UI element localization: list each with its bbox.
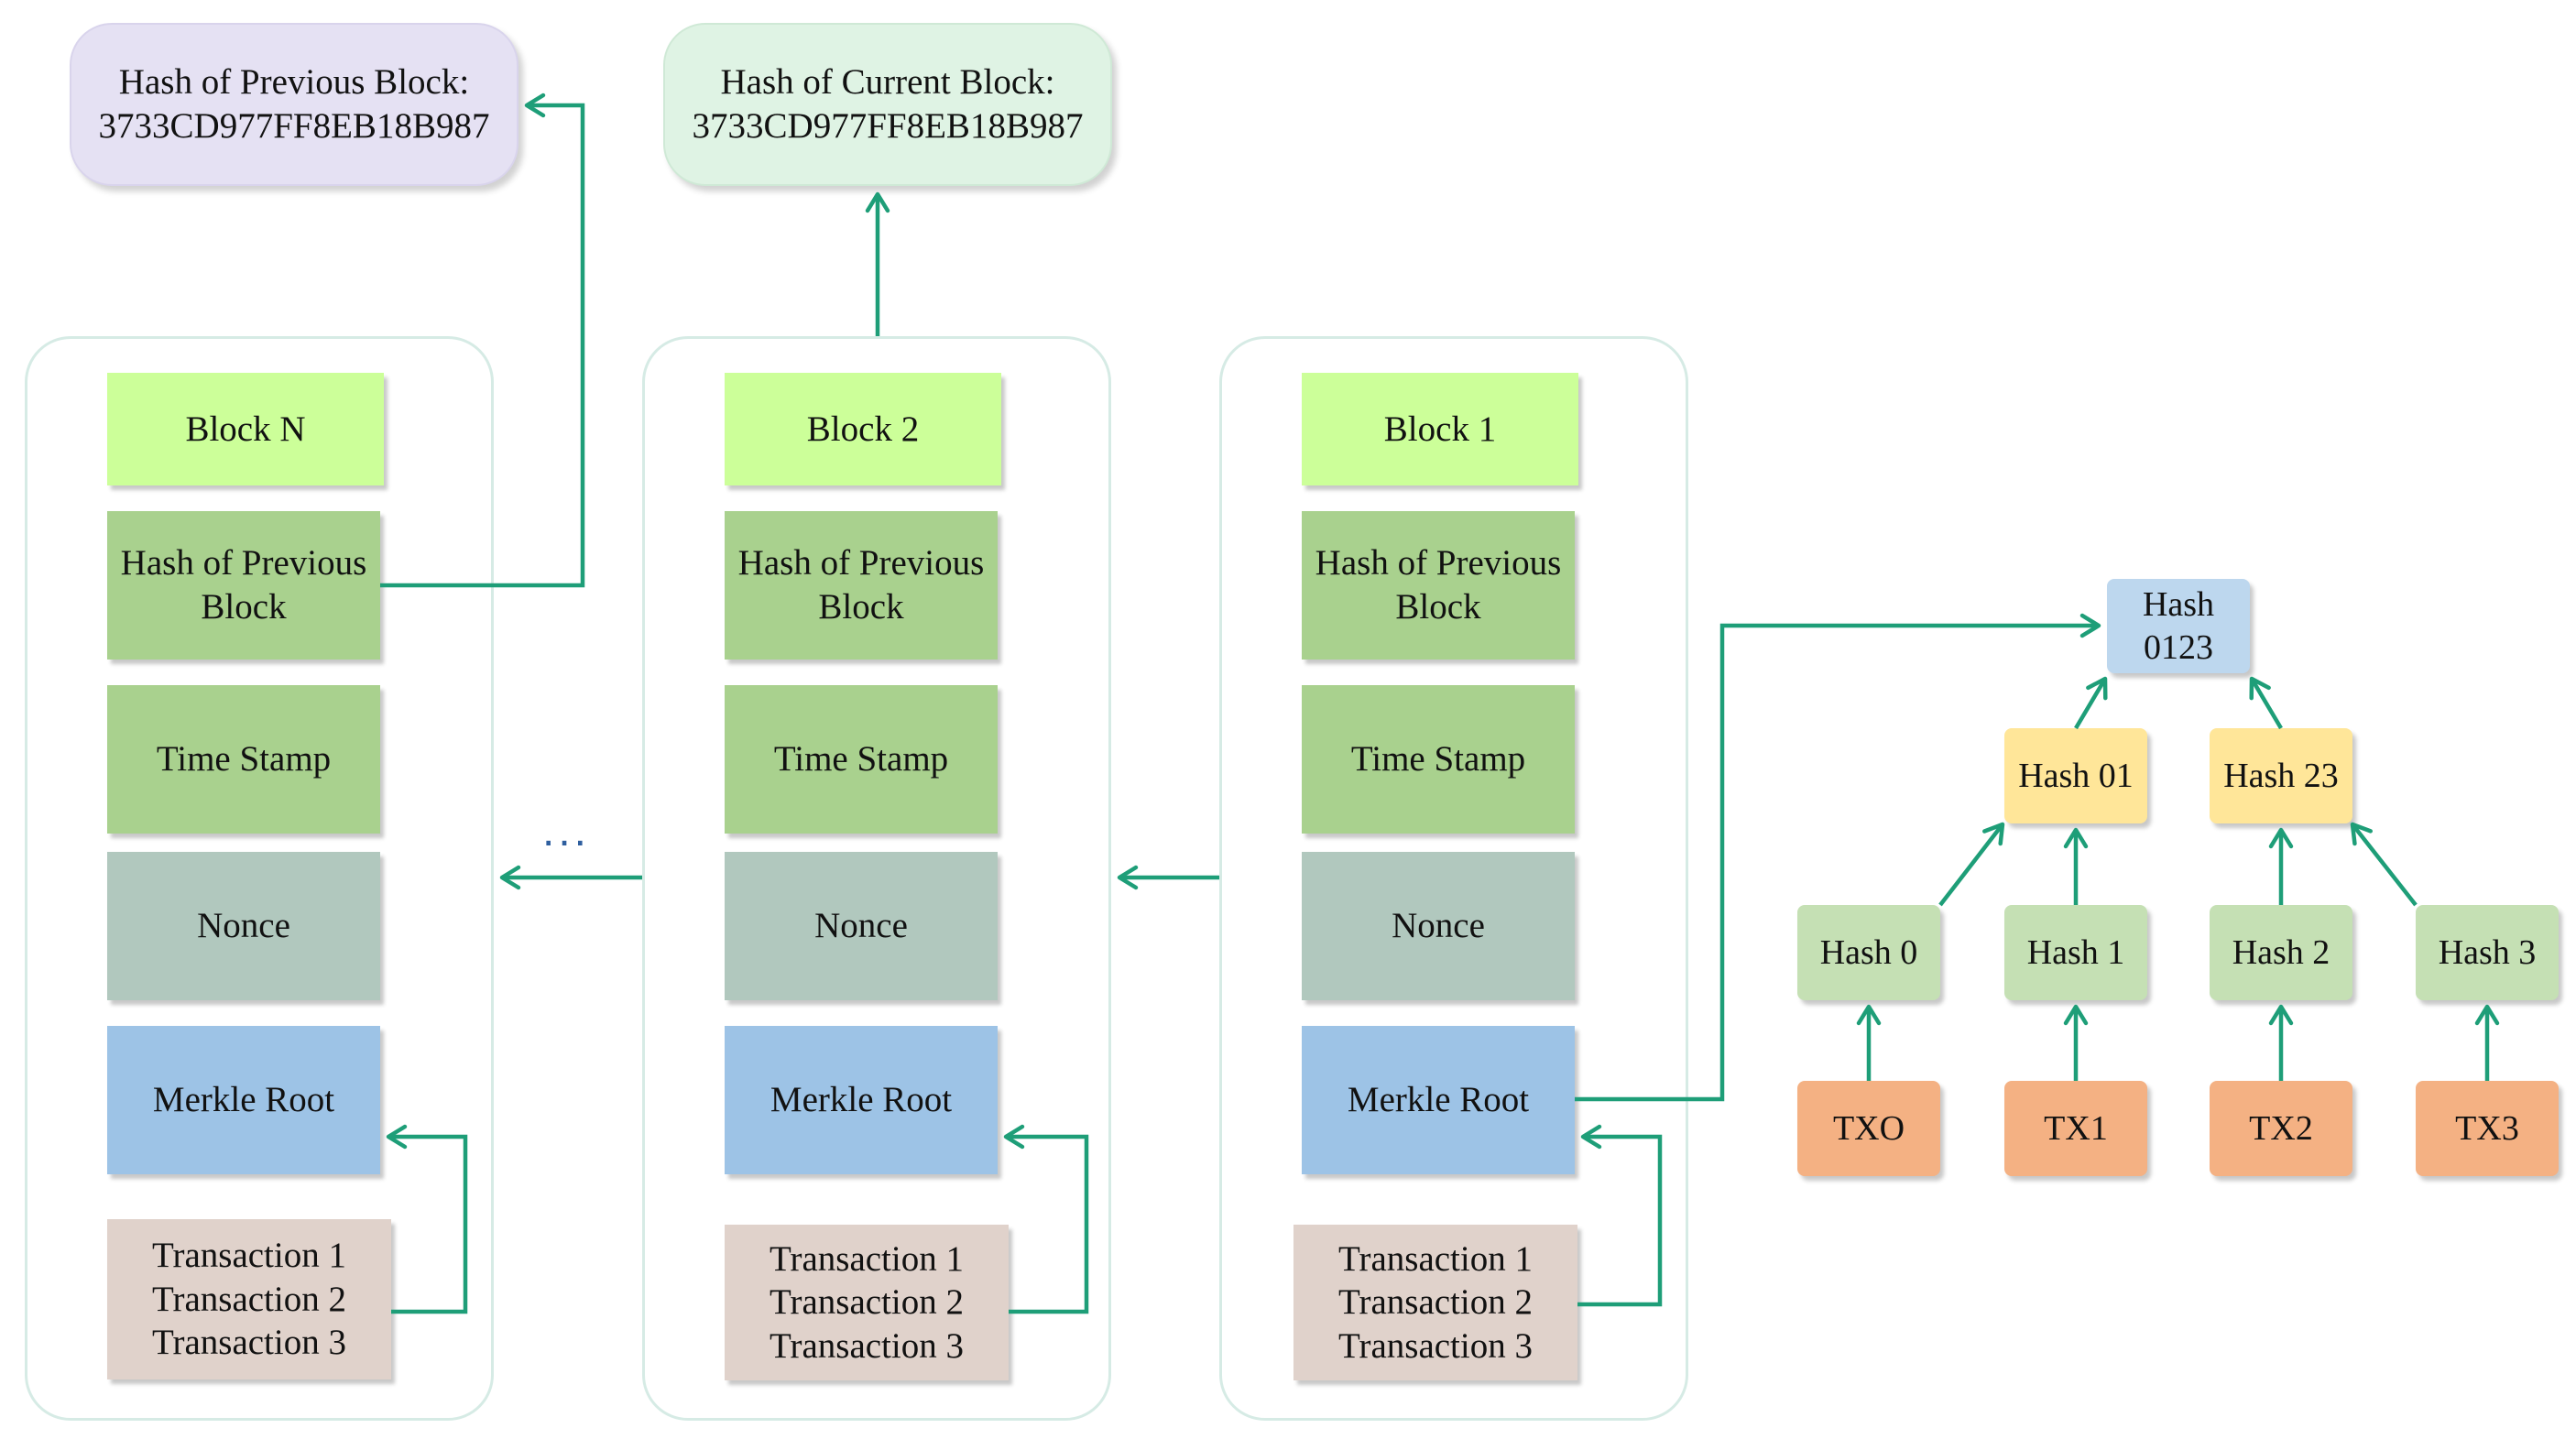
arrow-block2-tx-to-merkle-head: [1003, 1124, 1025, 1150]
previous-block-hash-label: Hash of Previous Block:: [118, 62, 470, 103]
arrow-hash2-to-hash23-head: [2268, 827, 2294, 849]
block-1-nonce: Nonce: [1302, 852, 1575, 1000]
block-n-title: Block N: [107, 373, 384, 485]
block-1-transactions: Transaction 1 Transaction 2 Transaction …: [1293, 1225, 1577, 1380]
arrow-txo-to-hash0-head: [1856, 1004, 1882, 1026]
block-1-transaction-2: Transaction 2: [1338, 1282, 1533, 1323]
arrow-merkle-to-root: [1575, 623, 2099, 1102]
block-n-transaction-1: Transaction 1: [152, 1236, 346, 1276]
arrow-merkle-to-root-head: [2079, 613, 2101, 638]
arrow-block2-to-blockn-head: [499, 865, 521, 890]
previous-block-hash-value: 3733CD977FF8EB18B987: [98, 106, 490, 146]
arrow-tx1-to-hash1-head: [2063, 1004, 2089, 1026]
block-n-transaction-2: Transaction 2: [152, 1279, 346, 1319]
block-2-prev-hash-line-1: Hash of Previous: [737, 543, 985, 583]
merkle-root-hash-0123: Hash 0123: [2107, 579, 2250, 673]
arrow-block1-to-block2-head: [1117, 865, 1139, 890]
block-2-transactions: Transaction 1 Transaction 2 Transaction …: [725, 1225, 1009, 1380]
block-1-merkle-root: Merkle Root: [1302, 1026, 1575, 1174]
block-2-title: Block 2: [725, 373, 1001, 485]
arrow-hash0-to-hash01: [1938, 823, 2004, 907]
current-block-hash-box: Hash of Current Block: 3733CD977FF8EB18B…: [663, 23, 1112, 186]
block-1-title: Block 1: [1302, 373, 1578, 485]
merkle-root-hash-line-1: Hash: [2142, 585, 2215, 625]
merkle-root-hash-line-2: 0123: [2144, 627, 2213, 667]
block-2-prev-hash-line-2: Block: [818, 587, 904, 627]
arrow-blockn-tx-to-merkle: [388, 1134, 468, 1314]
hash-0-node: Hash 0: [1797, 905, 1940, 1000]
current-block-hash-value: 3733CD977FF8EB18B987: [692, 106, 1084, 146]
block-2-transaction-3: Transaction 3: [770, 1325, 964, 1366]
block-2-transaction-2: Transaction 2: [770, 1282, 964, 1323]
txo-node: TXO: [1797, 1081, 1940, 1176]
block-n-merkle-root: Merkle Root: [107, 1026, 380, 1174]
arrow-hash3-to-hash23: [2351, 823, 2418, 907]
arrow-block2-tx-to-merkle: [1006, 1134, 1089, 1314]
previous-block-hash-box: Hash of Previous Block: 3733CD977FF8EB18…: [70, 23, 518, 186]
arrow-hash01-to-root: [2074, 677, 2107, 730]
arrow-hash3-to-hash23-head: [2350, 822, 2374, 846]
block-2-timestamp: Time Stamp: [725, 685, 998, 834]
arrow-blockn-tx-to-merkle-head: [386, 1124, 408, 1150]
hash-2-node: Hash 2: [2210, 905, 2352, 1000]
hash-1-node: Hash 1: [2004, 905, 2147, 1000]
arrow-tx3-to-hash3-head: [2474, 1004, 2500, 1026]
block-2-prev-hash: Hash of Previous Block: [725, 511, 998, 660]
block-1-prev-hash-line-1: Hash of Previous: [1315, 543, 1562, 583]
arrow-hash23-to-root: [2250, 677, 2283, 730]
block-2-nonce: Nonce: [725, 852, 998, 1000]
arrow-hash01-to-root-head: [2086, 676, 2108, 701]
arrow-hash0-to-hash01-head: [1982, 822, 2005, 846]
block-n-transactions: Transaction 1 Transaction 2 Transaction …: [107, 1219, 391, 1379]
arrow-block1-tx-to-merkle-head: [1580, 1124, 1602, 1150]
block-2-merkle-root: Merkle Root: [725, 1026, 998, 1174]
block-n-nonce: Nonce: [107, 852, 380, 1000]
block-1-prev-hash-line-2: Block: [1395, 587, 1481, 627]
block-1-transaction-1: Transaction 1: [1338, 1238, 1533, 1279]
arrow-hash1-to-hash01-head: [2063, 827, 2089, 849]
hash-01-node: Hash 01: [2004, 728, 2147, 823]
hash-3-node: Hash 3: [2416, 905, 2559, 1000]
block-n-transaction-3: Transaction 3: [152, 1323, 346, 1363]
arrow-prev-hash: [380, 103, 585, 588]
tx3-node: TX3: [2416, 1081, 2559, 1176]
tx2-node: TX2: [2210, 1081, 2352, 1176]
block-n-prev-hash-line-2: Block: [201, 587, 287, 627]
block-1-transaction-3: Transaction 3: [1338, 1325, 1533, 1366]
arrow-block1-tx-to-merkle: [1577, 1134, 1663, 1307]
block-n-timestamp: Time Stamp: [107, 685, 380, 834]
tx1-node: TX1: [2004, 1081, 2147, 1176]
arrow-tx2-to-hash2-head: [2268, 1004, 2294, 1026]
block-n-prev-hash: Hash of Previous Block: [107, 511, 380, 660]
arrow-prev-hash-head: [524, 93, 546, 118]
arrow-hash23-to-root-head: [2249, 676, 2271, 701]
hash-23-node: Hash 23: [2210, 728, 2352, 823]
block-1-prev-hash: Hash of Previous Block: [1302, 511, 1575, 660]
block-n-prev-hash-line-1: Hash of Previous: [120, 543, 367, 583]
block-1-timestamp: Time Stamp: [1302, 685, 1575, 834]
ellipsis: ...: [542, 807, 591, 856]
current-block-hash-label: Hash of Current Block:: [720, 62, 1055, 103]
block-2-transaction-1: Transaction 1: [770, 1238, 964, 1279]
arrow-current-hash-head: [865, 191, 890, 213]
